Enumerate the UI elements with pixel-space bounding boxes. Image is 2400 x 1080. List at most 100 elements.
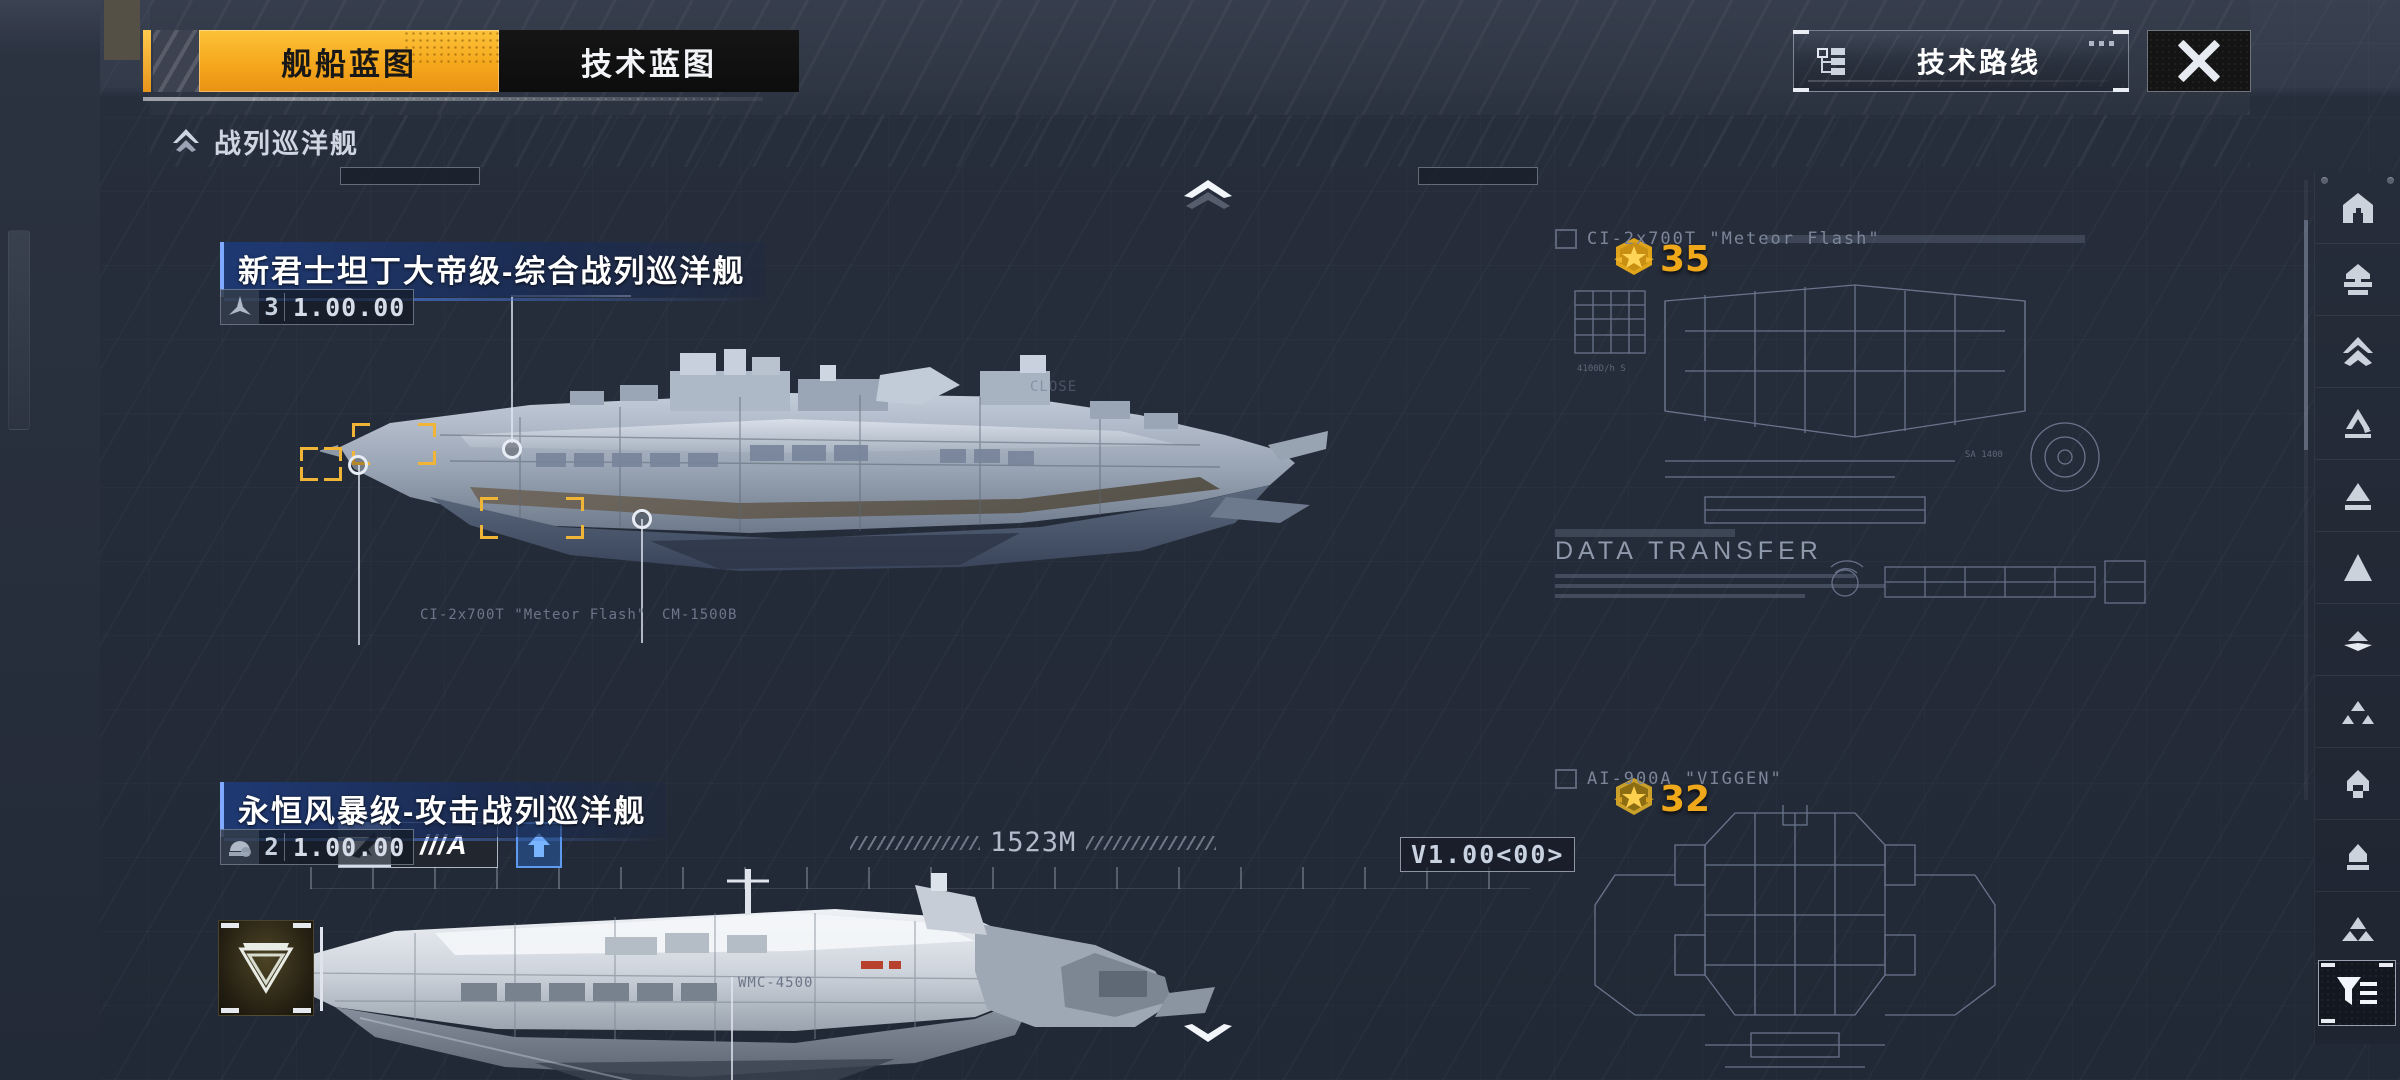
ship-count-badge: 2 1.00.00	[220, 829, 415, 865]
corner-bracket	[293, 1008, 311, 1013]
ship-version-value: 1.00.00	[293, 832, 406, 862]
sidebar-item-fighter[interactable]	[2315, 676, 2400, 748]
sidebar-item-battlecruiser[interactable]	[2315, 316, 2400, 388]
collapse-list-chevron[interactable]	[1180, 178, 1236, 212]
ship-artwork-constantine	[320, 327, 1330, 587]
sidebar-item-carrier[interactable]	[2315, 172, 2400, 244]
blueprint-panel: AI-900A "VIGGEN"	[1555, 769, 2115, 1080]
callout-leader-line	[731, 977, 733, 1080]
sidebar-item-corvette[interactable]	[2315, 604, 2400, 676]
callout-leader-line	[358, 465, 360, 645]
emblem-side-bar	[320, 927, 323, 1011]
ship-level-badge: 32	[1612, 777, 1710, 822]
tab-ship-blueprint-label: 舰船蓝图	[281, 46, 417, 82]
ship-turret-icon	[221, 830, 259, 864]
sidebar-item-misc[interactable]	[2315, 892, 2400, 964]
sidebar-item-frigate[interactable]	[2315, 532, 2400, 604]
blueprint-wireframe-antenna	[1830, 560, 2146, 604]
fighter-wing-icon	[2339, 695, 2377, 729]
left-rail-tab-handle[interactable]	[8, 230, 30, 430]
filter-button[interactable]	[2318, 960, 2396, 1026]
scroll-down-marker[interactable]	[1180, 1010, 1236, 1049]
tab-ship-blueprint[interactable]: 舰船蓝图	[199, 30, 499, 92]
scrollbar-thumb[interactable]	[2304, 220, 2308, 450]
breadcrumb[interactable]: 战列巡洋舰	[150, 115, 2250, 167]
corner-bracket	[1793, 88, 1809, 92]
sidebar-item-cruiser[interactable]	[2315, 388, 2400, 460]
tech-route-dots	[2089, 41, 2114, 46]
screw-decor	[2387, 177, 2394, 184]
left-rail	[0, 0, 100, 1080]
corner-bracket	[2321, 963, 2335, 967]
data-transfer-lines	[1555, 574, 1885, 598]
tech-route-label: 技术路线	[1916, 47, 2041, 78]
tab-bar: 舰船蓝图 技术蓝图	[143, 30, 799, 92]
corner-bracket	[221, 1008, 239, 1013]
utility-hull-icon	[2339, 839, 2377, 873]
sidebar-item-battleship[interactable]	[2315, 244, 2400, 316]
ship-title-container: 永恒风暴级-攻击战列巡洋舰	[220, 782, 667, 841]
ship-level-value: 32	[1660, 779, 1711, 820]
callout-leader-line	[641, 519, 643, 643]
cruiser-hull-icon	[2339, 407, 2377, 441]
tab-hatch-decor	[153, 30, 199, 92]
ship-level-value: 35	[1660, 239, 1711, 280]
tech-tree-icon	[1814, 44, 1848, 78]
faction-triangle-emblem	[238, 943, 294, 994]
ship-silhouette-icon	[221, 290, 259, 324]
data-transfer-panel: DATA TRANSFER	[1555, 529, 1885, 604]
blueprint-label: AI-900A "VIGGEN"	[1587, 769, 1783, 789]
faction-emblem[interactable]	[218, 920, 323, 1016]
ship-list-item[interactable]: CI-2x700T "Meteor Flash" CM-1500B CLOSE …	[150, 167, 2168, 889]
tech-route-button[interactable]: 技术路线	[1793, 30, 2129, 92]
battleship-hull-icon	[2339, 263, 2377, 297]
corner-bracket	[293, 923, 311, 928]
ship-name: 永恒风暴级-攻击战列巡洋舰	[220, 782, 667, 841]
scrollbar-track[interactable]	[2304, 180, 2308, 800]
ship-count-badge: 3 1.00.00	[220, 289, 415, 325]
hotspot-bracket	[480, 497, 584, 539]
ship-list-item[interactable]: WMC-4500 永恒风暴级-攻击战列巡洋舰 2 1.00.00	[150, 687, 2168, 1080]
length-measurement: 1523M	[850, 827, 1217, 858]
misc-hull-icon	[2339, 911, 2377, 945]
battlecruiser-chevron-icon	[170, 126, 202, 156]
tab-tech-blueprint[interactable]: 技术蓝图	[499, 30, 799, 92]
corner-bracket	[2113, 88, 2129, 92]
blueprint-label-row: AI-900A "VIGGEN"	[1555, 769, 2115, 789]
filter-funnel-icon	[2334, 972, 2380, 1015]
sidebar-item-utility[interactable]	[2315, 820, 2400, 892]
previous-item-fragment	[1418, 167, 1538, 185]
ship-count-value: 3	[259, 293, 285, 321]
ship-class-filter-sidebar	[2314, 172, 2400, 1044]
close-icon	[2176, 38, 2222, 84]
close-button[interactable]	[2147, 30, 2251, 92]
corvette-hull-icon	[2339, 623, 2377, 657]
sidebar-item-support[interactable]	[2315, 748, 2400, 820]
tech-route-underline	[1808, 80, 2108, 82]
blueprint-square-icon	[1555, 769, 1577, 789]
corner-bracket	[2379, 963, 2393, 967]
ship-artwork-eternal-storm	[275, 867, 1215, 1080]
ship-count-value: 2	[259, 833, 285, 861]
screw-decor	[2321, 177, 2328, 184]
blueprint-panel: CI-2x700T "Meteor Flash"	[1555, 229, 2146, 604]
blueprint-bar	[1765, 235, 2085, 243]
data-transfer-title: DATA TRANSFER	[1555, 537, 1823, 565]
star-rank-badge-icon	[1612, 777, 1656, 822]
blueprint-wireframe-bottom: WEAPON SYSTEM / 2020	[1594, 802, 1996, 1068]
ship-list[interactable]: CI-2x700T "Meteor Flash" CM-1500B CLOSE …	[150, 167, 2168, 1080]
svg-text:4100D/h S: 4100D/h S	[1577, 364, 1626, 374]
tab-underline	[143, 97, 763, 101]
ship-title-container: 新君士坦丁大帝级-综合战列巡洋舰	[220, 242, 766, 301]
corner-bracket	[221, 923, 239, 928]
tab-underline-dots	[250, 96, 720, 102]
previous-item-fragment	[340, 167, 480, 185]
version-box: V1.00<00>	[1400, 837, 1576, 872]
mount-label: WMC-4500	[738, 975, 814, 991]
support-hull-icon	[2339, 767, 2377, 801]
sidebar-item-destroyer[interactable]	[2315, 460, 2400, 532]
star-rank-badge-icon	[1612, 237, 1656, 282]
left-rail-accent-block	[104, 0, 140, 60]
annotation-text: CI-2x700T "Meteor Flash"	[420, 607, 647, 623]
